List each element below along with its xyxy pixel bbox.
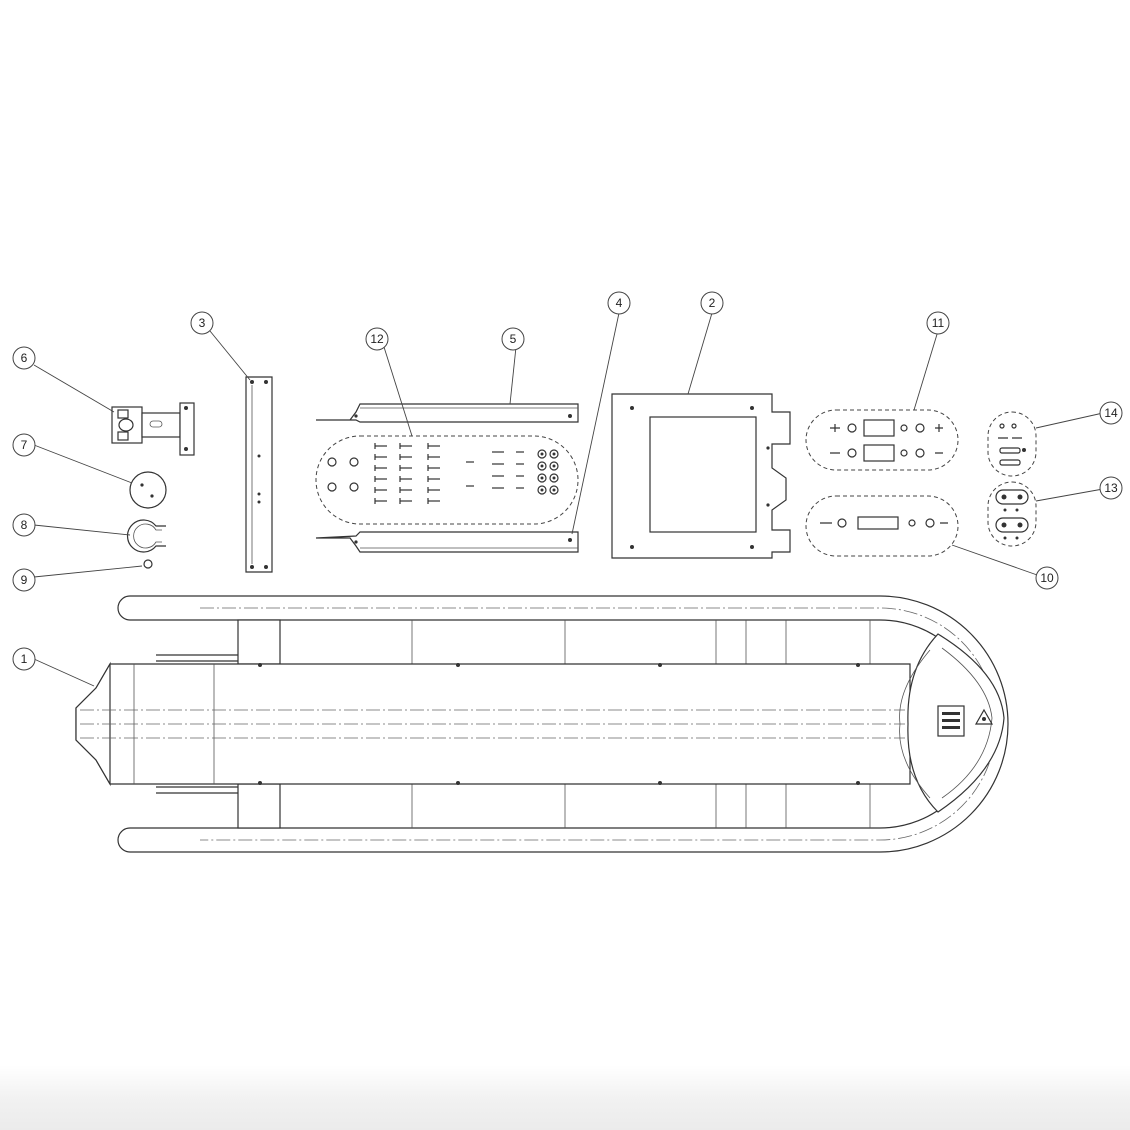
callout-label: 12 [370,332,384,346]
callout-bubble-5: 5 [501,327,525,351]
callout-leaders [33,312,1104,687]
callout-label: 8 [21,518,28,532]
part-14-small-kit [987,411,1037,477]
callout-bubble-10: 10 [1035,566,1059,590]
washer-glyph [537,485,547,495]
callout-label: 9 [21,573,28,587]
part-10-kit [805,495,959,557]
bottom-shadow [0,1065,1130,1130]
callout-bubble-6: 6 [12,346,36,370]
callout-bubble-2: 2 [700,291,724,315]
callout-bubble-1: 1 [12,647,36,671]
callout-bubble-3: 3 [190,311,214,335]
washer-glyph [540,464,544,468]
part-3-vertical-bar [245,376,273,573]
callout-bubble-11: 11 [926,311,950,335]
part-11-hinge-kit [805,409,959,471]
washer-glyph [549,461,559,471]
part-7-disc [129,471,167,509]
part-9-ring [143,559,153,569]
part-4-bottom-rail [315,531,579,553]
part-2-plate [611,393,791,559]
callout-label: 6 [21,351,28,365]
callout-label: 3 [199,316,206,330]
part-6-bracket [111,402,195,456]
callout-label: 14 [1104,406,1118,420]
part-8-clip [126,519,166,553]
part-1-main-frame [75,595,1009,853]
washer-glyph [552,464,556,468]
washer-glyph [549,449,559,459]
callout-bubble-9: 9 [12,568,36,592]
washer-glyph [552,452,556,456]
washer-glyph [540,488,544,492]
washer-glyph [540,452,544,456]
part-5-top-rail [316,403,579,423]
callout-label: 2 [709,296,716,310]
callout-bubble-12: 12 [365,327,389,351]
washer-glyph [552,476,556,480]
callout-label: 10 [1040,571,1054,585]
washer-glyph [537,449,547,459]
washer-glyph [549,473,559,483]
callout-bubble-4: 4 [607,291,631,315]
callout-bubble-13: 13 [1099,476,1123,500]
callout-label: 13 [1104,481,1118,495]
washer-glyph [540,476,544,480]
callout-bubble-7: 7 [12,433,36,457]
part-13-grommet-kit [987,481,1037,547]
callout-bubble-14: 14 [1099,401,1123,425]
callout-label: 5 [510,332,517,346]
washer-glyph [537,473,547,483]
callout-label: 1 [21,652,28,666]
callout-label: 4 [616,296,623,310]
callout-label: 7 [21,438,28,452]
washer-glyph [552,488,556,492]
washer-glyph [549,485,559,495]
washer-glyph [537,461,547,471]
callout-bubble-8: 8 [12,513,36,537]
part-12-hardware-kit [315,435,579,525]
callout-label: 11 [932,316,945,330]
